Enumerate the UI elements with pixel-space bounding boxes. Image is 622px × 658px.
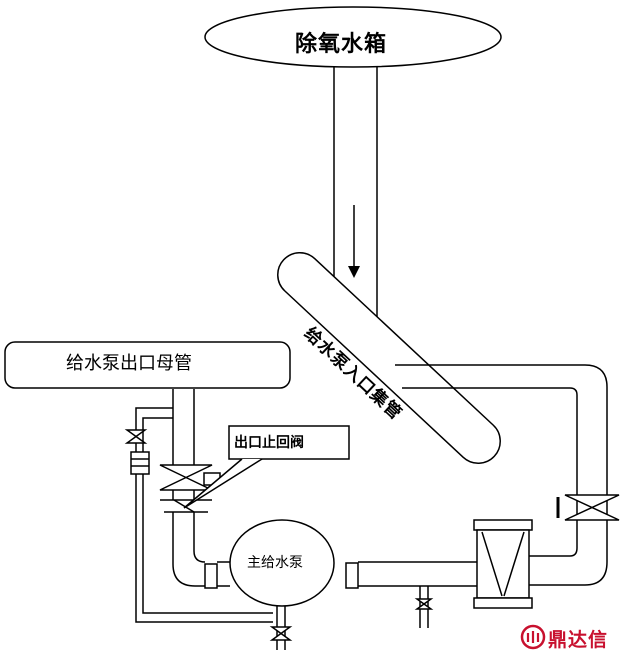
check-valve-label: 出口止回阀: [234, 435, 304, 451]
pump-inlet-manifold: [277, 252, 501, 464]
main-feed-pump: [229, 519, 335, 607]
suction-flange: [345, 562, 359, 589]
inlet-pipe-right: [395, 364, 608, 586]
bypass-valve: [124, 429, 148, 444]
recirculation-line: [135, 407, 273, 623]
deaerator-tank: [204, 6, 502, 68]
outlet-riser: [172, 389, 195, 520]
outlet-header-label: 给水泵出口母管: [66, 353, 192, 374]
downcomer-pipe: [333, 66, 378, 348]
deaerator-tank-label: 除氧水箱: [295, 32, 388, 57]
watermark-text: 鼎达信: [548, 629, 609, 651]
discharge-pipe: [172, 520, 230, 587]
strainer: [473, 519, 533, 609]
feed-pump-label: 主给水泵: [247, 555, 303, 571]
discharge-flange: [204, 563, 218, 589]
suction-pipe: [358, 555, 548, 587]
flow-meter: [130, 451, 150, 475]
watermark-logo: 鼎达信: [520, 624, 620, 652]
logo-icon: [520, 624, 546, 650]
check-valve-callout: [183, 425, 350, 509]
suction-drain-valve: [414, 586, 434, 628]
pump-outlet-header: [4, 341, 291, 389]
pump-drain-valve: [269, 606, 293, 650]
inlet-gate-valve: [556, 494, 620, 521]
